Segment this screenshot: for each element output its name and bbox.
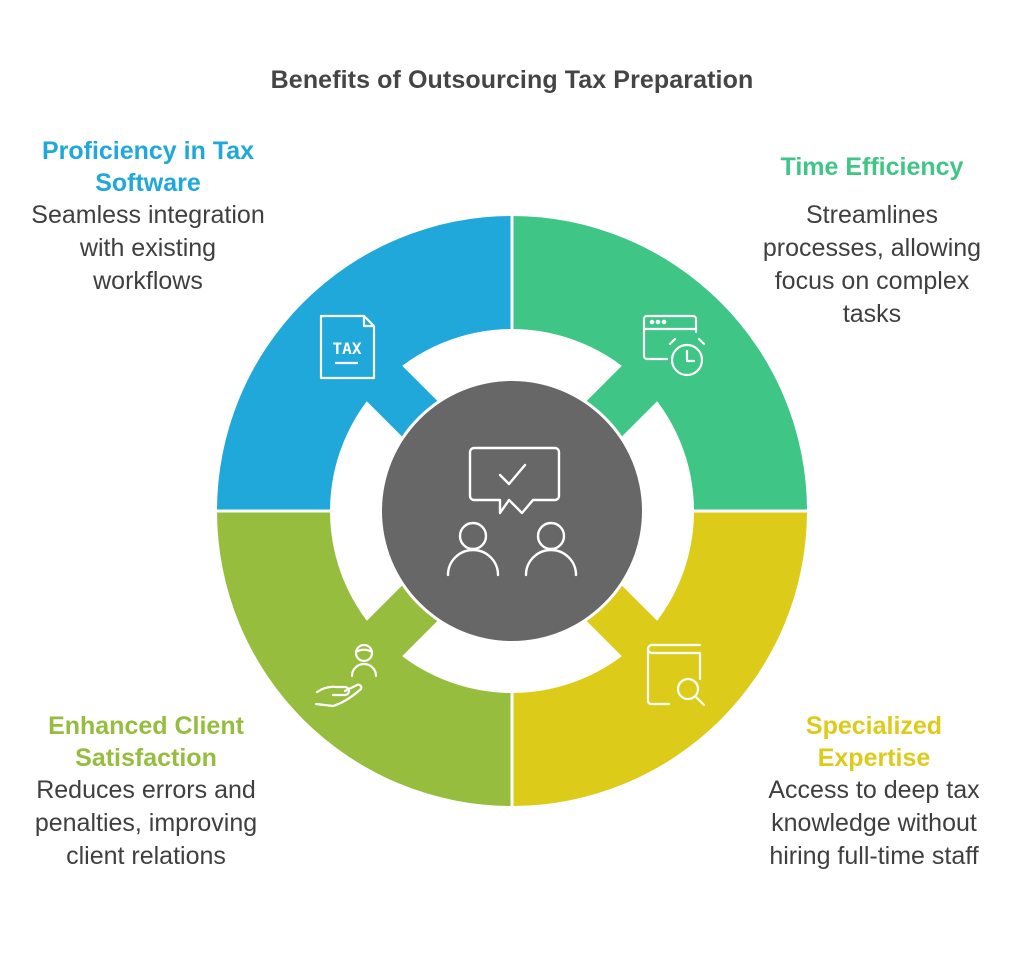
benefit-description: Streamlines processes, allowing focus on…	[762, 201, 982, 328]
svg-text:TAX: TAX	[333, 339, 362, 358]
diagram-title: Benefits of Outsourcing Tax Preparation	[270, 66, 754, 94]
benefit-description: Access to deep tax knowledge without hir…	[768, 776, 980, 870]
hand-person-icon	[314, 643, 378, 708]
benefit-proficiency: Proficiency in Tax Software Seamless int…	[28, 135, 268, 298]
benefit-heading: Time Efficiency	[780, 153, 964, 181]
benefit-heading: Proficiency in Tax Software	[41, 137, 255, 197]
benefit-client-satisfaction: Enhanced Client Satisfaction Reduces err…	[30, 710, 262, 873]
benefit-description: Seamless integration with existing workf…	[31, 201, 265, 295]
benefit-time-efficiency: Time Efficiency Streamlines processes, a…	[752, 151, 992, 331]
benefit-description: Reduces errors and penalties, improving …	[34, 776, 258, 870]
center-circle	[382, 381, 642, 641]
benefit-heading: Enhanced Client Satisfaction	[48, 712, 244, 772]
tax-document-icon: TAX	[319, 314, 376, 380]
benefit-specialized-expertise: Specialized Expertise Access to deep tax…	[758, 710, 990, 873]
book-search-icon	[646, 643, 706, 707]
benefit-heading: Specialized Expertise	[805, 712, 943, 772]
browser-alarm-clock-icon	[642, 314, 706, 377]
chat-check-two-people-icon	[446, 446, 578, 577]
